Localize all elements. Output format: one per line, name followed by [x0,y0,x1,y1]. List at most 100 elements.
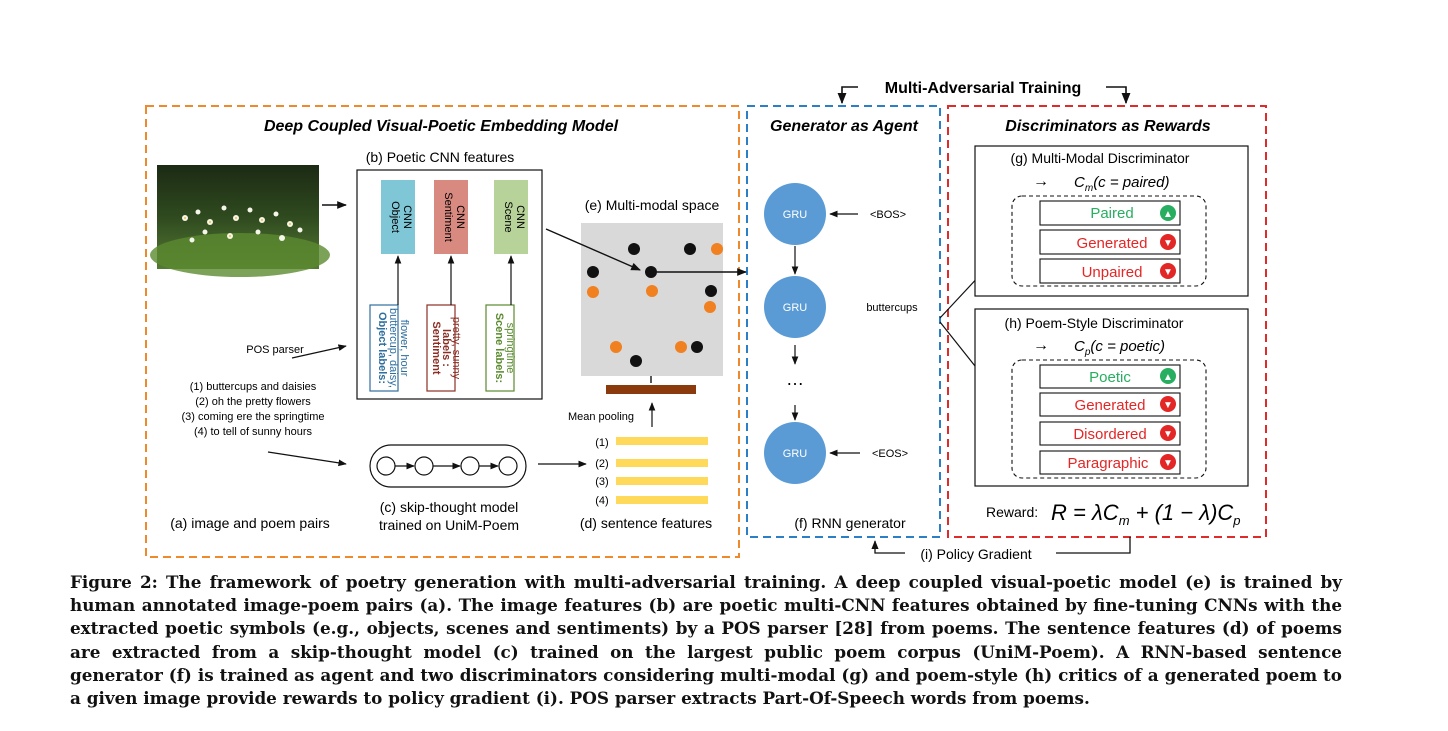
sentence-index-2: (2) [595,458,608,470]
sentence-index-1: (1) [595,437,608,449]
mm-option-unpaired: Unpaired ▼ [1039,258,1181,284]
object-labels-title: Object labels: [376,312,388,384]
object-cnn-sublabel: CNN [401,205,413,229]
embedding-title: Deep Coupled Visual-Poetic Embedding Mod… [264,118,619,135]
sentence-index-3: (3) [595,476,608,488]
ps-option-disordered: Disordered ▼ [1039,421,1181,446]
ps-option-poetic: Poetic ▲ [1039,364,1181,389]
ps-option-generated: Generated ▼ [1039,392,1181,417]
mm-options-group [1011,195,1207,287]
ps-option-label: Paragraphic [1068,455,1149,472]
thumbs-up-icon [1160,368,1176,384]
sentiment-cnn-sublabel: CNN [454,205,466,229]
image-pairs-label: (a) image and poem pairs [170,515,330,531]
sentiment-labels-box [426,304,456,392]
mm-option-label: Generated [1077,235,1148,252]
buttercups-token: buttercups [866,302,918,314]
thumbs-up-icon [1160,205,1176,221]
flower-photo [150,165,330,277]
ps-option-label: Disordered [1073,426,1146,443]
ps-option-label: Generated [1075,397,1146,414]
poem-line-2: (2) oh the pretty flowers [195,396,311,408]
gru-cell: GRU [764,422,826,484]
mm-arrow-glyph: → [1033,173,1049,190]
gru-cell: GRU [764,183,826,245]
generator-frame [746,105,941,538]
label-boxes: Object labels: buttercup, daisy, flower,… [369,304,516,392]
mm-formula: Cm(c = paired) [1074,174,1169,194]
framework-diagram: Multi-Adversarial Training Deep Coupled … [145,80,1267,562]
ps-disc-title: (h) Poem-Style Discriminator [1005,315,1184,331]
ps-options-group [1011,359,1207,479]
object-cnn-box [381,180,415,254]
mm-option-label: Paired [1090,205,1133,222]
cnn-columns: Object CNN Sentiment CNN Scene CNN [381,180,528,254]
policy-gradient-label: (i) Policy Gradient [920,546,1031,562]
multimodal-space [581,223,723,376]
thumbs-down-icon [1160,425,1176,441]
reward-label: Reward: [986,504,1038,520]
reward-formula: R = λCm + (1 − λ)Cp [1051,500,1241,528]
sentiment-cnn-box [434,180,468,254]
bos-token: <BOS> [870,209,906,221]
sentiment-labels-title: Sentiment [430,321,442,375]
ps-arrow-glyph: → [1033,337,1049,354]
sentiment-labels-title2: labels : [440,329,452,367]
thumbs-down-glyph: ▼ [1163,429,1173,440]
poetic-cnn-label: (b) Poetic CNN features [366,149,515,165]
thumbs-down-icon [1160,396,1176,412]
pos-parser-label: POS parser [246,344,304,356]
scene-cnn-box [494,180,528,254]
thumbs-down-icon [1160,234,1176,250]
thumbs-up-glyph: ▲ [1163,372,1173,383]
poem-line-1: (1) buttercups and daisies [190,381,317,393]
thumbs-down-glyph: ▼ [1163,400,1173,411]
scene-labels-title: Scene labels: [493,313,505,383]
gru-cell: GRU [764,276,826,338]
caption-text: Figure 2: The framework of poetry genera… [70,572,1342,709]
object-labels-box [369,304,399,392]
sentence-index-4: (4) [595,495,608,507]
figure-caption: Figure 2: The framework of poetry genera… [70,571,1342,710]
thumbs-up-glyph: ▲ [1163,209,1173,220]
ps-option-label: Poetic [1089,369,1131,386]
scene-cnn-sublabel: CNN [514,205,526,229]
sentiment-labels-value: pretty, sunny [450,317,462,380]
skip-thought-model [369,444,527,488]
poem-line-4: (4) to tell of sunny hours [194,426,313,438]
ps-formula: Cp(c = poetic) [1074,338,1165,358]
scene-labels-box [485,304,515,392]
thumbs-down-glyph: ▼ [1163,458,1173,469]
mean-pooling-label: Mean pooling [568,411,634,423]
poetic-cnn-box [356,169,543,400]
thumbs-down-glyph: ▼ [1163,238,1173,249]
gru-label: GRU [783,209,808,221]
generator-title: Generator as Agent [770,118,919,135]
scene-cnn-label: Scene [502,201,514,232]
sentiment-cnn-label: Sentiment [442,192,454,242]
mm-option-paired: Paired ▲ [1039,200,1181,226]
skip-thought-label-2: trained on UniM-Poem [379,517,519,533]
sentence-features: (1) (2) (3) (4) [595,437,708,507]
feature-bar [616,459,708,467]
embedding-points [587,243,723,367]
mm-option-label: Unpaired [1082,264,1143,281]
poem-line-3: (3) coming ere the springtime [181,411,324,423]
discriminator-title: Discriminators as Rewards [1005,118,1211,135]
mm-disc-title: (g) Multi-Modal Discriminator [1011,150,1190,166]
embedding-frame [145,105,740,558]
feature-bar [616,437,708,445]
poem-lines: (1) buttercups and daisies (2) oh the pr… [181,381,324,438]
scene-labels-value: springtime [504,323,516,374]
multi-adversarial-label: Multi-Adversarial Training [837,80,1131,105]
top-label: Multi-Adversarial Training [885,80,1081,97]
multimodal-label: (e) Multi-modal space [585,197,720,213]
object-cnn-label: Object [389,201,401,233]
ps-option-paragraphic: Paragraphic ▼ [1039,450,1181,475]
object-labels-value2: flower, hour [398,320,410,377]
pooling-bar [606,385,696,394]
thumbs-down-glyph: ▼ [1163,267,1173,278]
feature-bar [616,496,708,504]
mm-option-generated: Generated ▼ [1039,229,1181,255]
gru-label: GRU [783,448,808,460]
